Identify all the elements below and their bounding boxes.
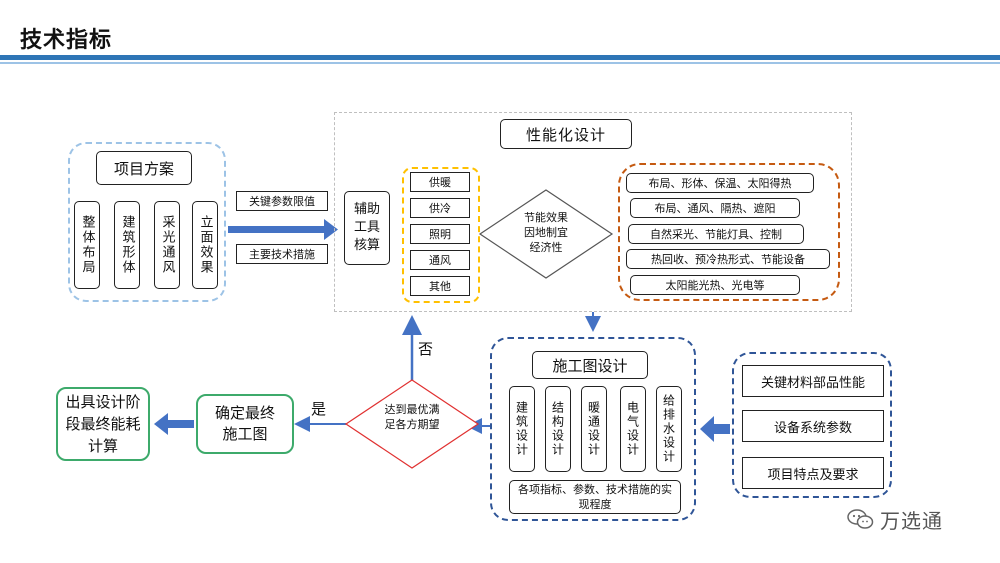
header-band [0,55,1000,60]
label-no: 否 [418,340,434,358]
arrow-final-to-output [154,413,194,435]
label-yes: 是 [311,400,327,418]
page-title: 技术指标 [20,28,113,53]
construction-item-hvac: 暖通设计 [581,386,607,472]
category-cooling: 供冷 [410,198,470,218]
perf-diamond-shape [478,189,614,279]
performance-group [334,112,852,312]
category-other: 其他 [410,276,470,296]
category-lighting: 照明 [410,224,470,244]
measure-2: 布局、通风、隔热、遮阳 [630,198,800,218]
project-item-daylight: 采光通风 [154,201,180,289]
construction-item-arch: 建筑设计 [509,386,535,472]
measure-5: 太阳能光热、光电等 [630,275,800,295]
input-equipment: 设备系统参数 [742,410,884,442]
construction-item-plumbing: 给排水设计 [656,386,682,472]
diamond-line-local: 因地制宜 [524,226,568,239]
project-item-form: 建筑形体 [114,201,140,289]
measures-group [618,163,840,301]
measure-4: 热回收、预冷热形式、节能设备 [626,249,830,269]
category-heating: 供暖 [410,172,470,192]
construction-title: 施工图设计 [532,351,648,379]
categories-group [402,167,480,303]
output-box: 出具设计阶段最终能耗计算 [56,387,150,461]
arrow-project-to-perf [228,219,338,240]
input-materials: 关键材料部品性能 [742,365,884,397]
decision-text: 达到最优满足各方期望 [384,403,440,431]
watermark-text: 万选通 [880,509,943,533]
project-item-layout: 整体布局 [74,201,100,289]
construction-group [490,337,696,521]
construction-item-elec: 电气设计 [620,386,646,472]
perf-diamond-text: 节能效果 因地制宜 经济性 [500,210,592,255]
inputs-group [732,352,892,498]
label-key-params: 关键参数限值 [236,191,328,211]
measure-3: 自然采光、节能灯具、控制 [628,224,804,244]
performance-title: 性能化设计 [500,119,632,149]
decision-diamond-shape [344,379,480,469]
measure-1: 布局、形体、保温、太阳得热 [626,173,814,193]
category-ventilation: 通风 [410,250,470,270]
construction-footer: 各项指标、参数、技术措施的实现程度 [509,480,681,514]
construction-item-struct: 结构设计 [545,386,571,472]
project-item-facade: 立面效果 [192,201,218,289]
project-title: 项目方案 [96,151,192,185]
arrow-inputs-to-construction [700,416,730,442]
final-drawing-box: 确定最终施工图 [196,394,294,454]
diamond-line-economy: 经济性 [529,241,563,254]
header-band-thin [0,62,1000,64]
input-project-features: 项目特点及要求 [742,457,884,489]
wechat-icon [846,508,874,530]
aux-tool-box: 辅助工具核算 [344,191,390,265]
label-main-measures: 主要技术措施 [236,244,328,264]
project-group [68,142,226,302]
diamond-line-energy: 节能效果 [524,211,568,224]
